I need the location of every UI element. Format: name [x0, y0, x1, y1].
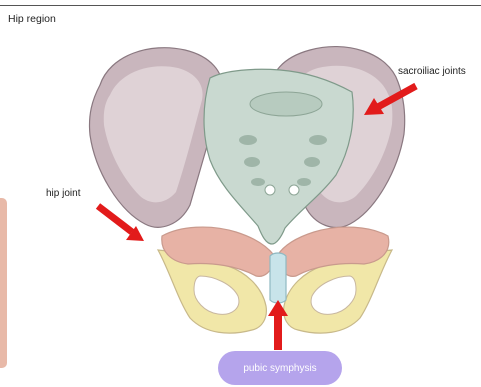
sacral-foramen: [297, 178, 311, 186]
sacral-promontory: [250, 92, 322, 116]
sacral-canal-hole: [289, 185, 299, 195]
sacral-foramen: [251, 178, 265, 186]
pubic-symphysis-cartilage: [270, 253, 286, 303]
sacral-foramen: [304, 157, 320, 167]
sacroiliac-joints-label: sacroiliac joints: [398, 66, 466, 77]
sacral-foramen: [239, 135, 257, 145]
sacral-canal-hole: [265, 185, 275, 195]
pubic-symphysis-label: pubic symphysis: [218, 351, 342, 385]
sacral-foramen: [244, 157, 260, 167]
hip-joint-label: hip joint: [46, 188, 80, 199]
sacral-foramen: [309, 135, 327, 145]
